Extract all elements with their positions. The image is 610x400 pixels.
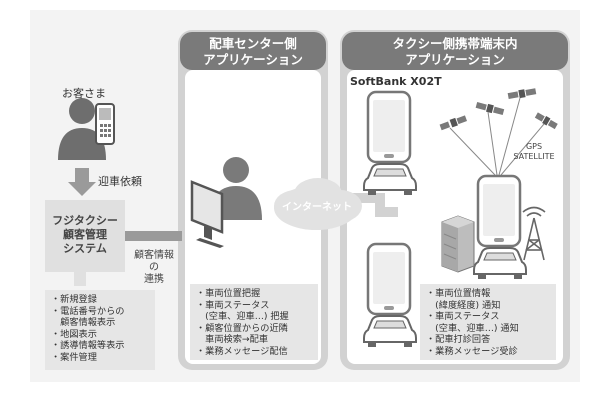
link-line-3: 連携 <box>126 274 182 286</box>
gps-satellite-label: GPS SATELLITE <box>508 142 560 162</box>
taxi-car-icon-bottom <box>364 316 416 347</box>
fuji-feature-item: 顧客情報表示 <box>51 317 149 329</box>
center-title-line-1: 配車センター側 <box>180 36 326 52</box>
pickup-request-label: 迎車依頼 <box>98 176 142 188</box>
smartphone-icon-bottom <box>368 244 410 314</box>
taxi-panel-title: タクシー側携帯端末内 アプリケーション <box>342 36 568 68</box>
center-feature-item: ・顧客位置からの近隣 <box>196 323 312 335</box>
center-feature-item: ・車両ステータス <box>196 300 312 312</box>
device-model-label: SoftBank X02T <box>350 76 442 88</box>
taxi-car-icon-middle <box>474 248 526 279</box>
fuji-feature-item: ・電話番号からの <box>51 306 149 318</box>
gps-label-line-1: GPS <box>508 142 560 152</box>
smartphone-icon-middle <box>478 176 520 246</box>
center-feature-item: ・車両位置把握 <box>196 288 312 300</box>
server-rack-icon <box>442 216 474 272</box>
gps-label-line-2: SATELLITE <box>508 152 560 162</box>
taxi-feature-item: ・車両位置情報 <box>426 288 550 300</box>
fuji-system-line-3: システム <box>45 242 125 256</box>
center-panel-title: 配車センター側 アプリケーション <box>180 36 326 68</box>
center-title-line-2: アプリケーション <box>180 52 326 68</box>
fuji-system-title: フジタクシー 顧客管理 システム <box>45 214 125 256</box>
center-feature-item: (空車、迎車…) 把握 <box>196 311 312 323</box>
center-feature-list: ・車両位置把握 ・車両ステータス (空車、迎車…) 把握 ・顧客位置からの近隣 … <box>190 284 318 360</box>
taxi-feature-item: ・業務メッセージ受診 <box>426 346 550 358</box>
taxi-feature-item: (空車、迎車…) 通知 <box>426 323 550 335</box>
taxi-title-line-1: タクシー側携帯端末内 <box>342 36 568 52</box>
center-feature-item: ・業務メッセージ配信 <box>196 346 312 358</box>
fuji-feature-item: ・地図表示 <box>51 329 149 341</box>
customer-info-link-label: 顧客情報 の 連携 <box>126 250 182 286</box>
link-line-1: 顧客情報 <box>126 250 182 262</box>
fuji-system-line-1: フジタクシー <box>45 214 125 228</box>
fuji-system-line-2: 顧客管理 <box>45 228 125 242</box>
taxi-feature-item: (緯度経度) 通知 <box>426 300 550 312</box>
taxi-feature-list: ・車両位置情報 (緯度経度) 通知 ・車両ステータス (空車、迎車…) 通知 ・… <box>420 284 556 360</box>
taxi-car-icon-top <box>364 164 416 195</box>
taxi-title-line-2: アプリケーション <box>342 52 568 68</box>
fuji-feature-item: ・誘導情報等表示 <box>51 340 149 352</box>
fuji-feature-list: ・新規登録 ・電話番号からの 顧客情報表示 ・地図表示 ・誘導情報等表示 ・案件… <box>45 290 155 370</box>
internet-label: インターネット <box>280 202 354 214</box>
center-feature-item: 車両検索→配車 <box>196 334 312 346</box>
taxi-feature-item: ・車両ステータス <box>426 311 550 323</box>
taxi-feature-item: ・配車打診回答 <box>426 334 550 346</box>
fuji-feature-item: ・案件管理 <box>51 352 149 364</box>
customer-label: お客さま <box>62 88 106 100</box>
link-line-2: の <box>126 262 182 274</box>
smartphone-icon-top <box>368 92 410 162</box>
fuji-feature-item: ・新規登録 <box>51 294 149 306</box>
mobile-phone-icon <box>96 104 114 144</box>
